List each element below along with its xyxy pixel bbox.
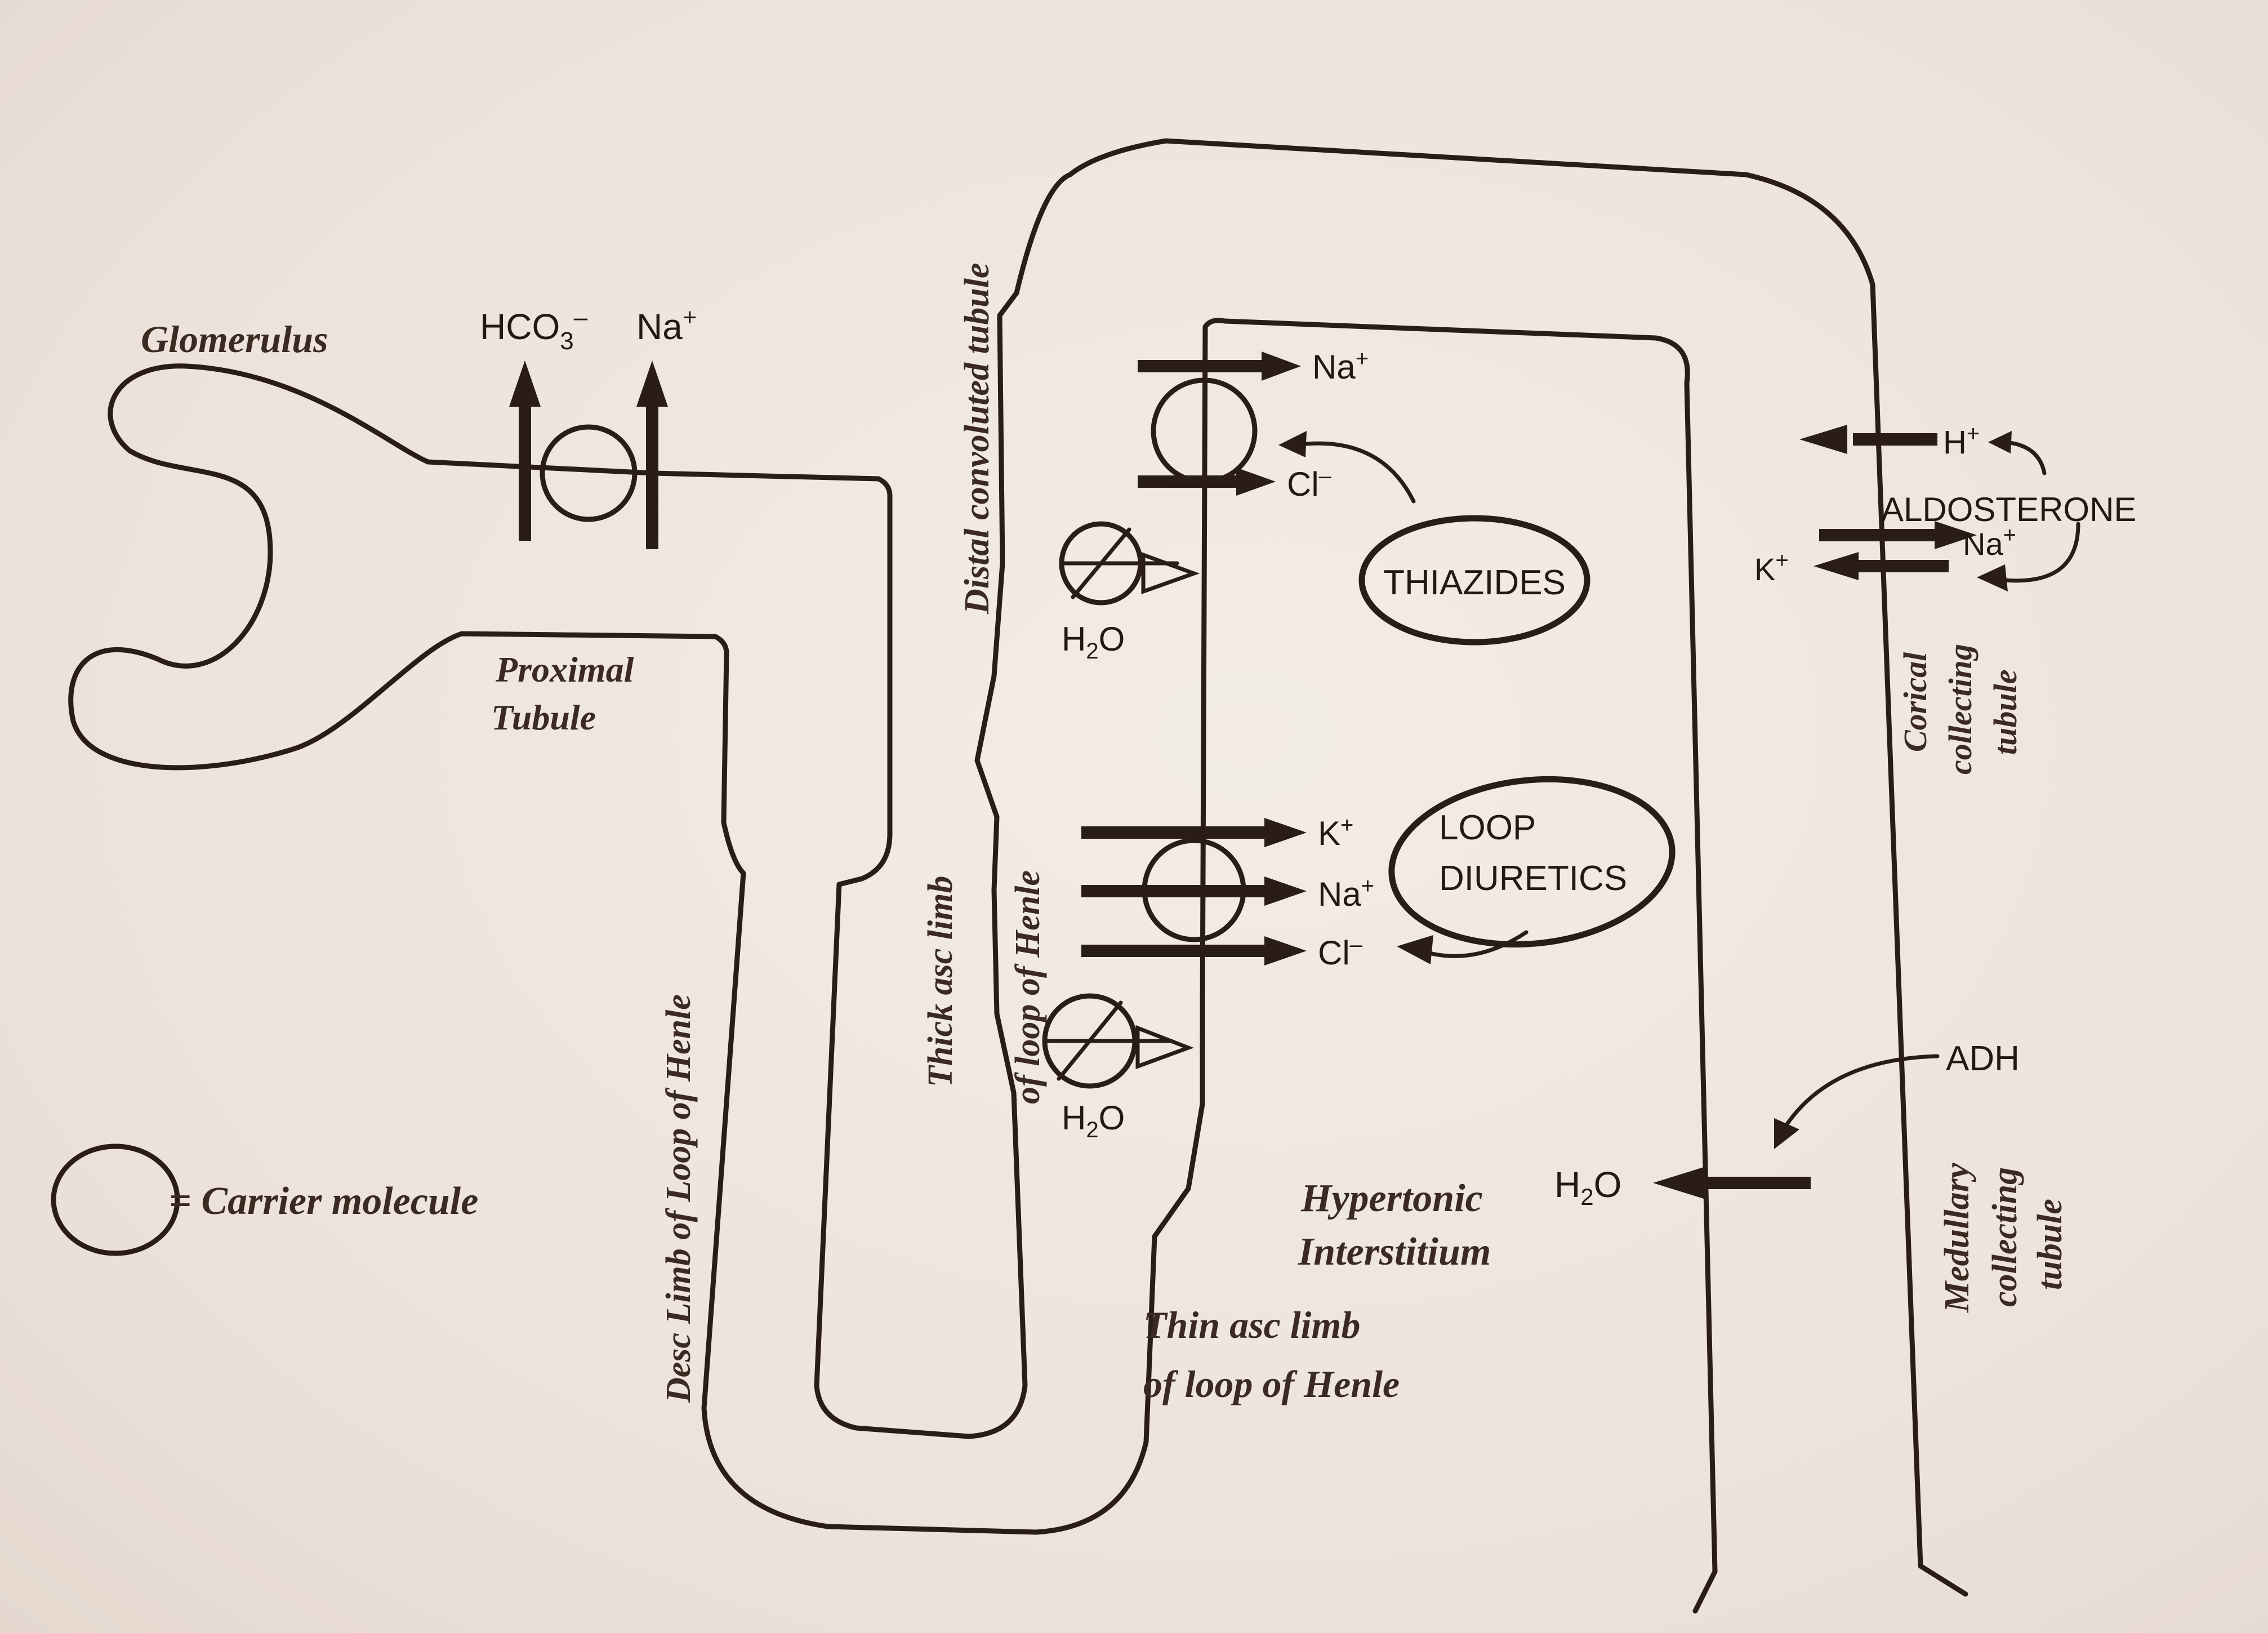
aldosterone-h-arrow — [2003, 440, 2047, 475]
cl-loop-arrow-head — [1264, 936, 1307, 965]
thiazides-inhibition-arrow — [1293, 441, 1416, 504]
h2o-thick-label: H2O — [1062, 1099, 1125, 1142]
k-arrow-head — [1264, 818, 1307, 847]
water-medullary-arrow-head — [1653, 1167, 1704, 1199]
cl-distal-arrow-head — [1236, 468, 1276, 496]
tubule-outer-wall — [459, 318, 1718, 1574]
aldosterone-na-arrow — [2003, 522, 2080, 583]
interstitium-label: Interstitium — [1298, 1230, 1491, 1274]
adh-arrow-head — [1774, 1118, 1799, 1149]
na-loop-label: Na+ — [1318, 874, 1374, 913]
distal-water-arrowhead — [1141, 551, 1200, 594]
cortical-label-2: collecting — [1942, 644, 1979, 775]
k-cortical-arrow-head — [1813, 552, 1859, 580]
h2o-medullary-label: H2O — [1554, 1164, 1621, 1210]
na-distal-arrow-head — [1262, 351, 1301, 381]
legend-carrier-icon — [51, 1143, 180, 1256]
thiazides-label: THIAZIDES — [1383, 563, 1566, 602]
thin-limb-label-2: of loop of Henle — [1143, 1363, 1400, 1405]
na-proximal-label: Na+ — [636, 304, 697, 347]
k-loop-label: K+ — [1318, 813, 1353, 852]
distal-tubule-wall — [1014, 138, 1968, 1597]
na-cortical-arrow-head — [1935, 521, 1977, 549]
aldosterone-na-head — [1977, 564, 2008, 591]
loop-inhibition-arrow — [1423, 930, 1529, 958]
distal-water-slash — [1071, 527, 1131, 599]
diuretics-label: DIURETICS — [1439, 859, 1627, 898]
cortical-label-1: Corical — [1897, 652, 1933, 752]
medullary-label-2: collecting — [1986, 1167, 2024, 1307]
glomerulus-outline — [68, 363, 465, 771]
collecting-inner-tick — [1692, 1569, 1718, 1614]
hco3-label: HCO3– — [480, 304, 588, 355]
na-loop-arrow-head — [1264, 876, 1307, 906]
thiazides-arrow-head — [1278, 431, 1307, 457]
thin-limb-label-1: Thin asc limb — [1143, 1303, 1360, 1346]
desc-limb-label: Desc Limb of Loop of Henle — [660, 994, 698, 1403]
thick-limb-label-1: Thick asc limb — [921, 876, 960, 1087]
thick-water-slash — [1057, 1000, 1123, 1081]
cl-loop-label: Cl– — [1318, 932, 1363, 972]
h-arrow-head — [1799, 425, 1847, 454]
proximal-carrier — [540, 424, 638, 522]
cl-distal-label: Cl– — [1287, 464, 1332, 503]
adh-label: ADH — [1946, 1039, 2020, 1078]
loop-diuretics-ellipse — [1388, 776, 1676, 948]
loop-arrow-head — [1397, 935, 1433, 964]
glomerulus-label: Glomerulus — [141, 318, 328, 361]
na-distal-label: Na+ — [1312, 346, 1369, 386]
proximal-label: Proximal — [495, 649, 634, 689]
legend-label: = Carrier molecule — [169, 1180, 478, 1223]
thick-limb-label-2: of loop of Henle — [1009, 870, 1047, 1104]
k-cortical-label: K+ — [1754, 548, 1789, 587]
aldosterone-label: ALDOSTERONE — [1881, 491, 2136, 528]
na-proximal-arrow-head — [636, 361, 668, 407]
tubule-inner-wall — [425, 290, 1028, 1439]
na-cortical-label: Na+ — [1963, 523, 2016, 562]
h2o-distal-label: H2O — [1062, 620, 1125, 664]
hco3-arrow-head — [509, 361, 541, 407]
aldosterone-h-head — [1988, 431, 2012, 453]
adh-arrow — [1783, 1054, 1940, 1129]
thiazides-ellipse — [1358, 515, 1590, 646]
thick-water-arrowhead — [1135, 1025, 1194, 1070]
distal-tubule-label: Distal convoluted tubule — [958, 263, 996, 615]
loop-label: LOOP — [1439, 808, 1536, 847]
hypertonic-label: Hypertonic — [1300, 1177, 1483, 1220]
tubule-label: Tubule — [491, 697, 596, 737]
cortical-label-3: tubule — [1987, 670, 2024, 755]
h-cortical-label: H+ — [1943, 421, 1980, 461]
medullary-label-1: Medullary — [1938, 1163, 1976, 1313]
medullary-label-3: tubule — [2031, 1199, 2069, 1290]
